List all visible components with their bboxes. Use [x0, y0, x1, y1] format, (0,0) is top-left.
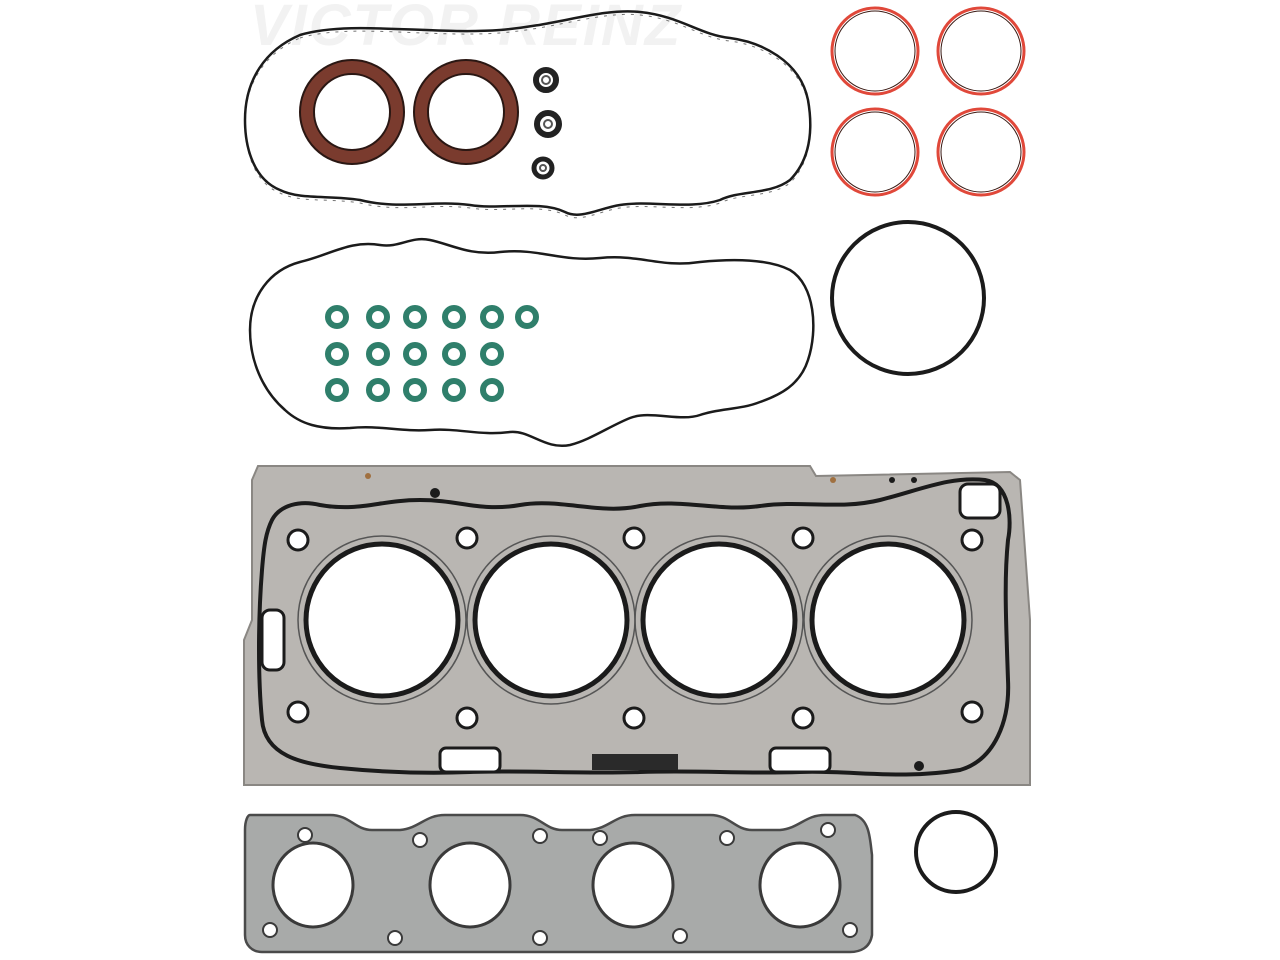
large-o-ring	[830, 220, 986, 376]
intake-o-ring-2	[936, 6, 1026, 96]
small-seal-2	[534, 110, 562, 138]
small-seal-3	[531, 156, 555, 180]
small-o-ring	[914, 810, 998, 894]
intake-o-ring-4	[936, 107, 1026, 197]
brand-watermark-top: VICTOR REINZ	[250, 0, 683, 58]
crankshaft-seal-1	[299, 59, 405, 165]
valve-stem-seals	[325, 305, 539, 402]
intake-o-rings	[830, 6, 1026, 197]
cylinder-bore-2	[472, 541, 630, 699]
cylinder-bore-3	[640, 541, 798, 699]
intake-o-ring-3	[830, 107, 920, 197]
valve-cover-gasket-upper	[243, 10, 812, 216]
cylinder-head-gasket	[243, 465, 1031, 786]
cylinder-bore-1	[303, 541, 461, 699]
crankshaft-seal-2	[413, 59, 519, 165]
intake-o-ring-1	[830, 6, 920, 96]
exhaust-manifold-gasket	[243, 813, 874, 954]
cylinder-bore-4	[809, 541, 967, 699]
small-seal-1	[533, 67, 559, 93]
valve-cover-gasket-lower	[248, 237, 815, 448]
